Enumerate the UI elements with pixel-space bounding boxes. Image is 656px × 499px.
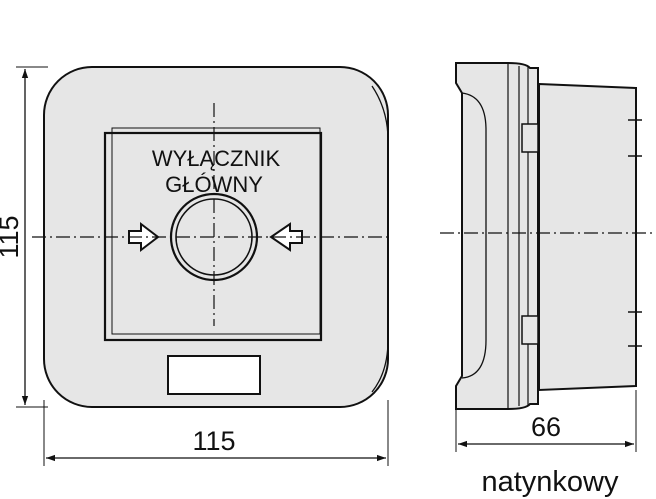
height-dimension: 115	[0, 66, 48, 408]
depth-dimension-value: 66	[531, 412, 561, 442]
side-front-cover	[455, 62, 539, 410]
label-line-1: WYŁĄCZNIK	[152, 146, 281, 171]
side-clip-bottom	[521, 315, 539, 345]
width-dimension: 115	[43, 400, 389, 466]
left-arrow-icon	[128, 221, 160, 253]
label-plate-inner	[111, 127, 321, 335]
right-arrow-icon	[269, 222, 303, 252]
side-clip-top	[521, 123, 539, 153]
side-cover-curve	[461, 92, 487, 379]
side-view	[440, 62, 652, 410]
width-dimension-value: 115	[192, 426, 235, 456]
mounting-type-caption: natynkowy	[481, 466, 619, 498]
indicator-window	[167, 355, 261, 395]
side-back-box	[538, 82, 637, 392]
depth-dimension: 66	[455, 390, 637, 452]
height-dimension-value: 115	[0, 215, 24, 258]
front-housing-bevel	[371, 85, 389, 393]
front-view: WYŁĄCZNIK GŁÓWNY	[32, 66, 390, 408]
